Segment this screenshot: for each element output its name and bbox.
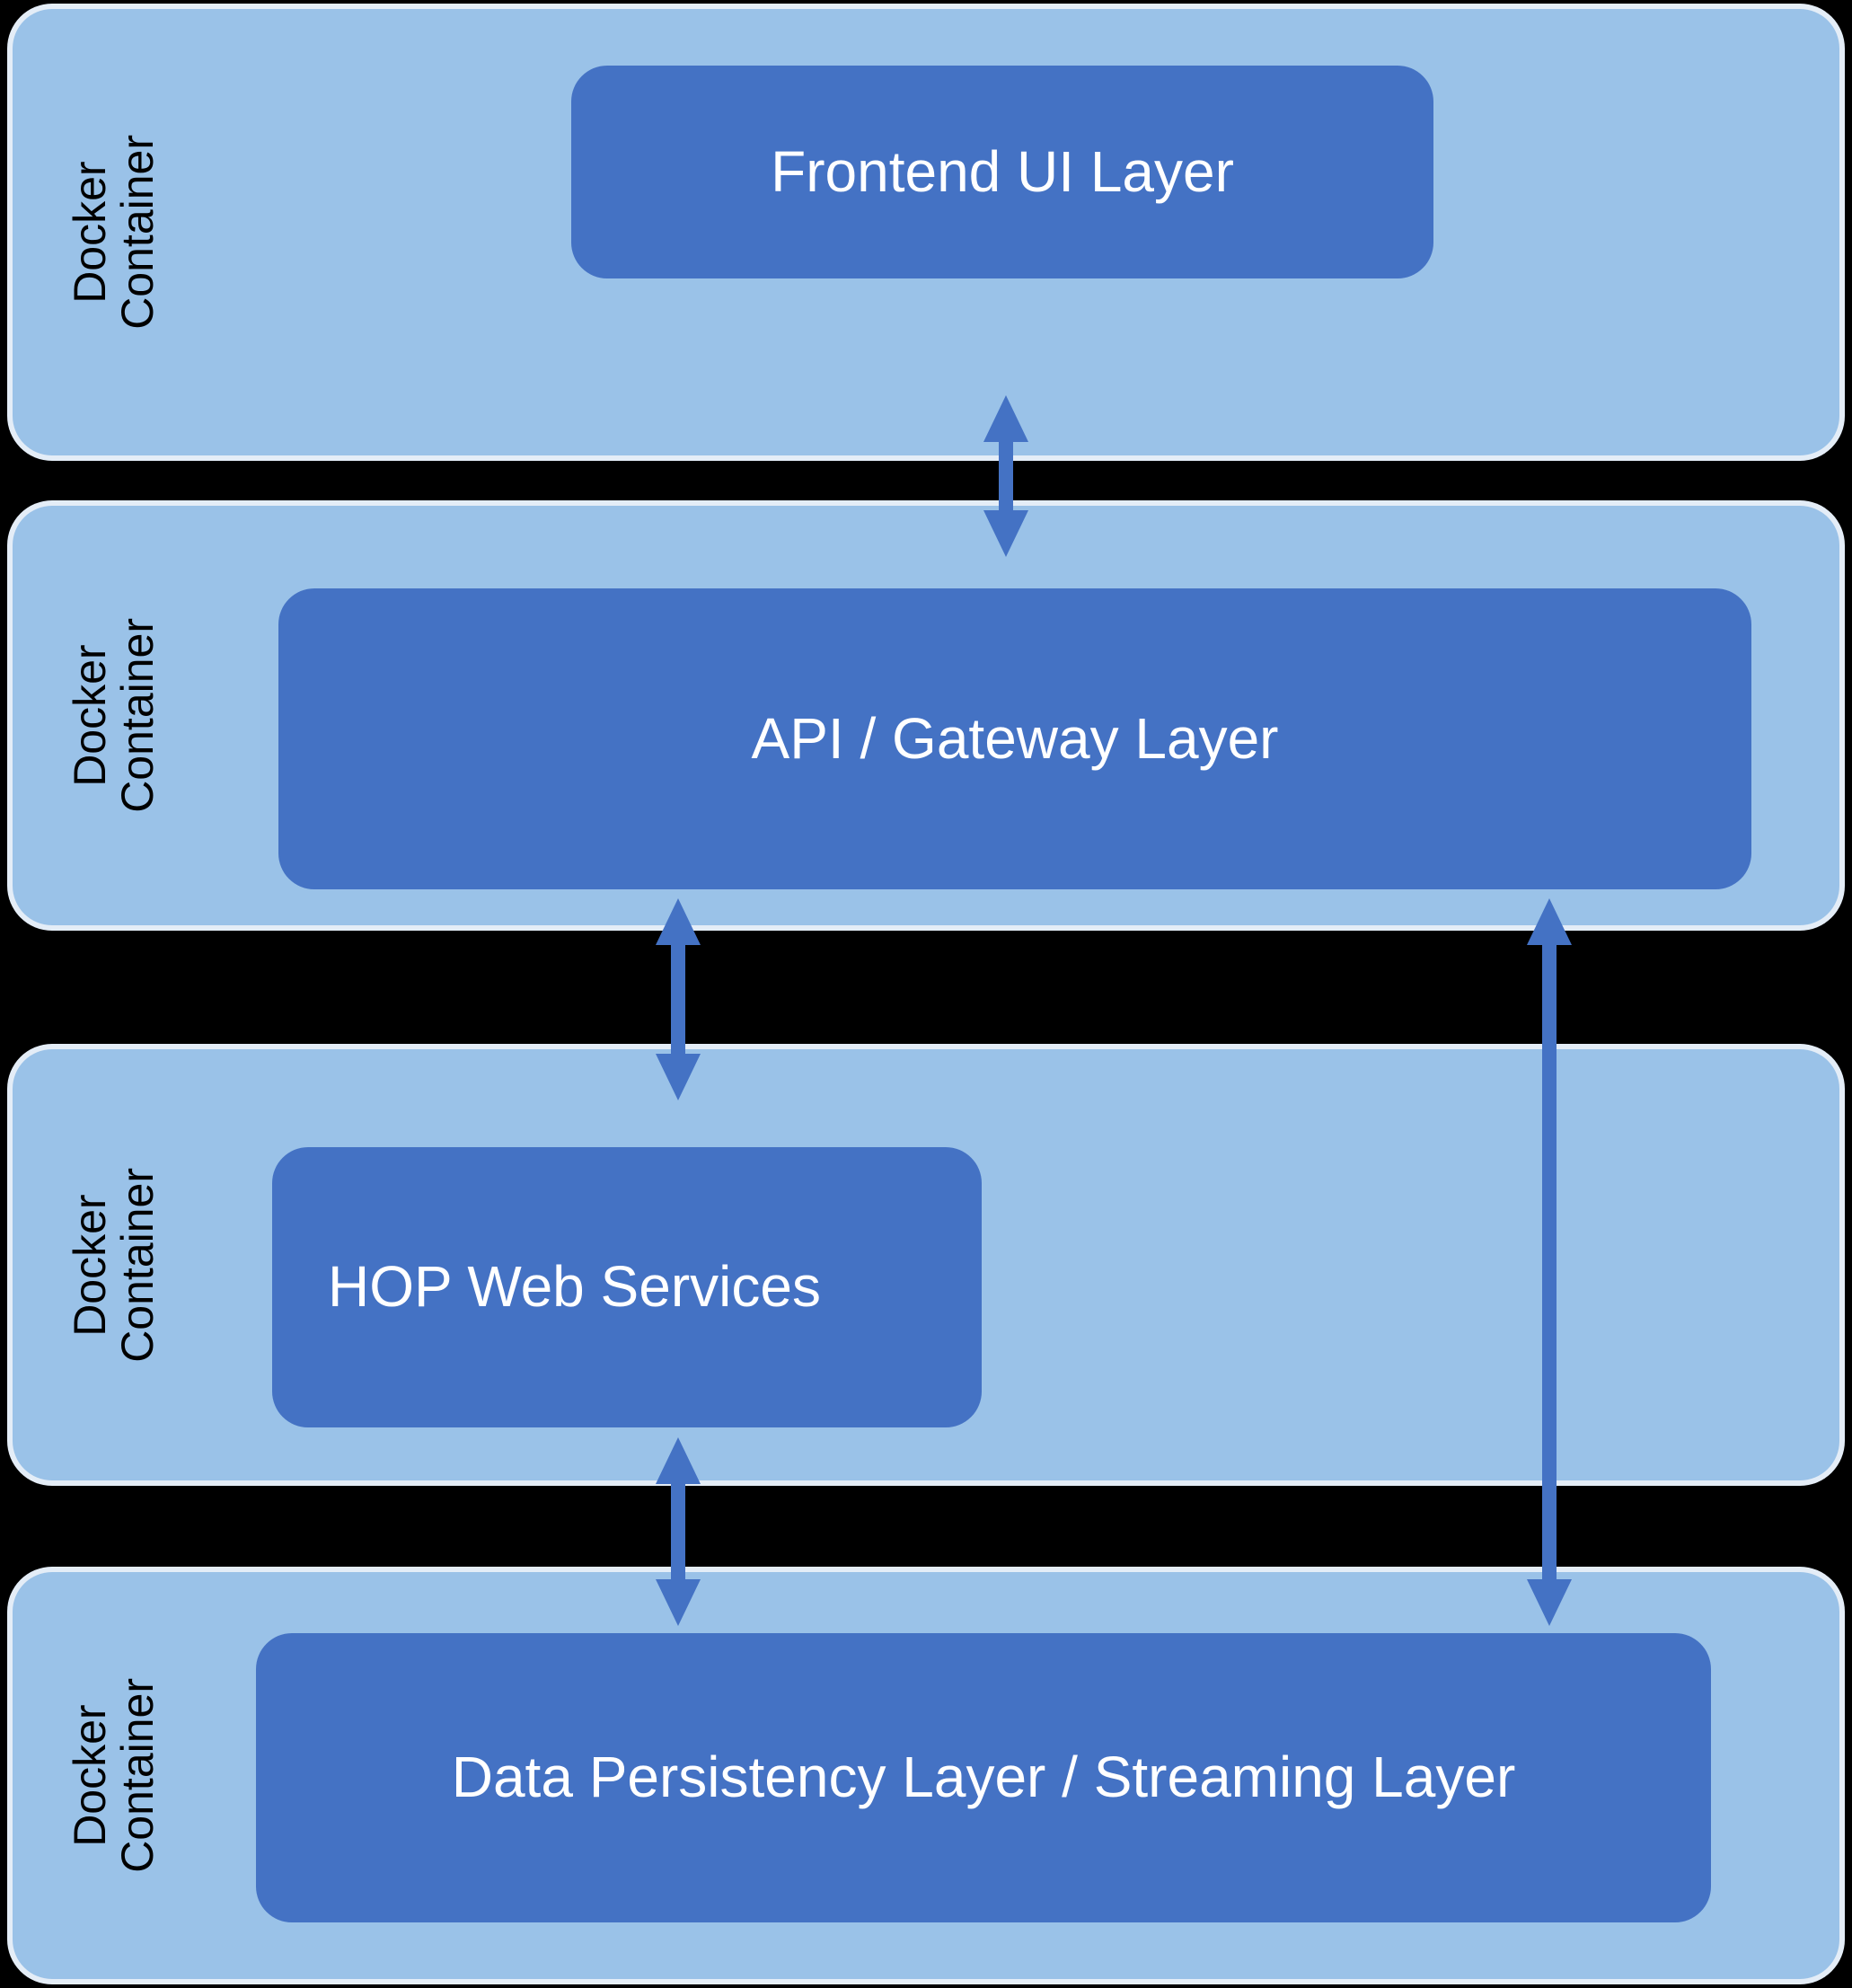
connector-hop-to-data[interactable] bbox=[638, 1437, 719, 1626]
layer-box-api-gateway[interactable]: API / Gateway Layer bbox=[278, 588, 1751, 889]
layer-label-data-persistency: Data Persistency Layer / Streaming Layer bbox=[451, 1745, 1516, 1810]
layer-box-data-persistency[interactable]: Data Persistency Layer / Streaming Layer bbox=[256, 1633, 1711, 1922]
layer-label-api-gateway: API / Gateway Layer bbox=[751, 705, 1279, 771]
connector-frontend-to-api[interactable] bbox=[966, 395, 1046, 557]
layer-box-hop-web-services[interactable]: HOP Web Services bbox=[272, 1147, 982, 1427]
connector-frontend-to-api-icon bbox=[983, 395, 1028, 557]
docker-container-label-2: Docker Container bbox=[65, 618, 163, 813]
connector-api-to-hop[interactable] bbox=[638, 898, 719, 1100]
connector-api-to-data[interactable] bbox=[1509, 898, 1590, 1626]
docker-container-label-3: Docker Container bbox=[65, 1167, 163, 1363]
docker-container-label-4: Docker Container bbox=[65, 1678, 163, 1873]
layer-label-frontend-ui: Frontend UI Layer bbox=[771, 138, 1234, 204]
layer-label-hop-web-services: HOP Web Services bbox=[328, 1254, 821, 1320]
connector-api-to-data-icon bbox=[1527, 898, 1572, 1626]
connector-api-to-hop-icon bbox=[656, 898, 701, 1100]
docker-container-label-1: Docker Container bbox=[65, 135, 163, 330]
layer-box-frontend-ui[interactable]: Frontend UI Layer bbox=[571, 66, 1433, 278]
connector-hop-to-data-icon bbox=[656, 1437, 701, 1626]
